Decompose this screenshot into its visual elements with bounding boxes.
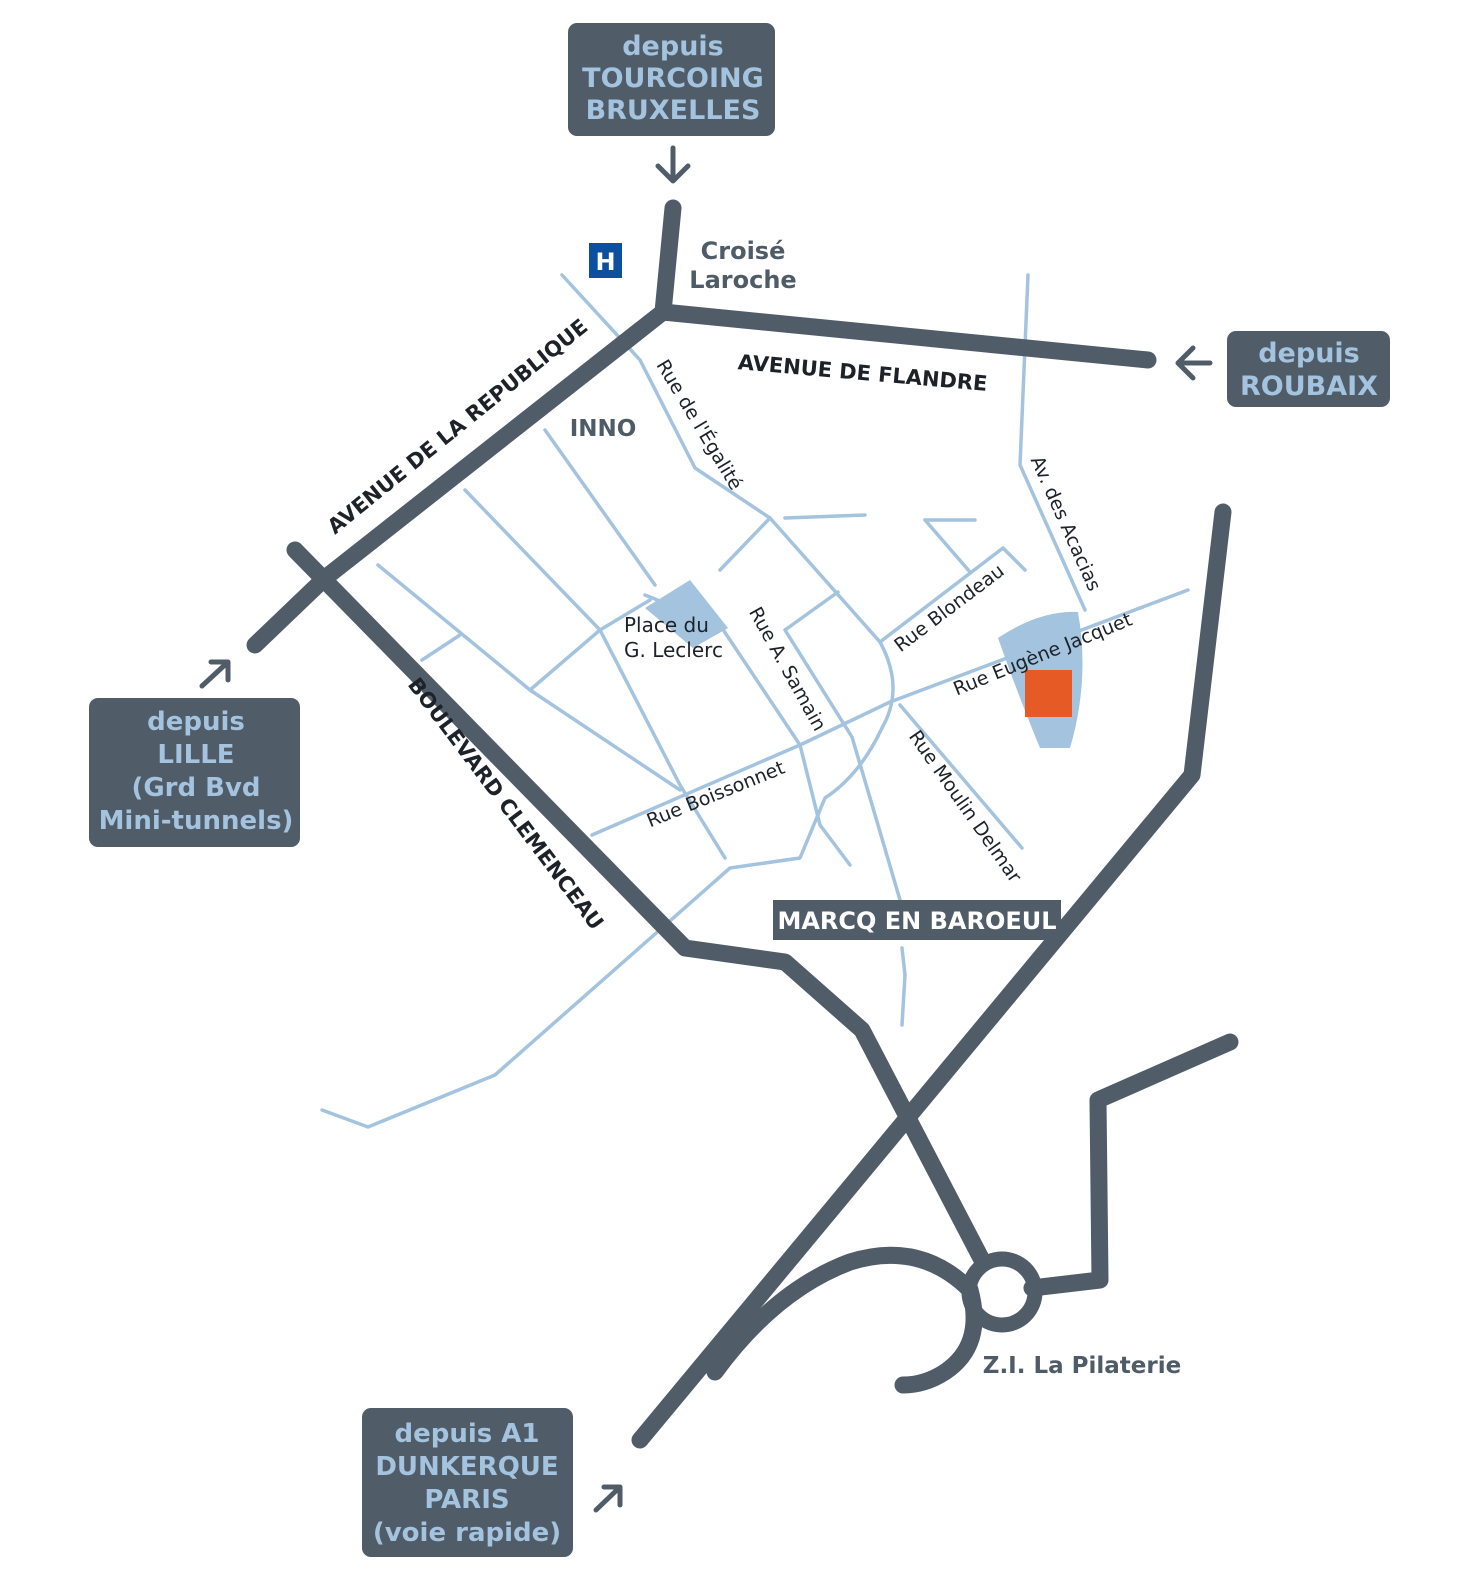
origin-lille-line3: (Grd Bvd	[131, 773, 260, 803]
label-rue-samain: Rue A. Samain	[744, 603, 830, 734]
hospital-icon: H	[589, 243, 622, 278]
origin-lille-line2: LILLE	[157, 740, 234, 770]
label-rue-moulin: Rue Moulin Delmar	[904, 726, 1026, 887]
arrow-icon	[1175, 345, 1213, 381]
road-east-highway	[631, 503, 1232, 1449]
street-cross-2	[420, 633, 462, 662]
street-cross-1	[528, 598, 652, 692]
street-samain-link	[783, 513, 867, 520]
origin-roubaix-line2: ROUBAIX	[1240, 371, 1378, 402]
label-avenue-republique: AVENUE DE LA REPUBLIQUE	[323, 314, 592, 539]
road-flandre	[654, 303, 1157, 369]
road-clemenceau	[286, 541, 992, 1271]
street-egalite	[320, 273, 895, 1129]
origin-a1-line2: DUNKERQUE	[375, 1452, 558, 1482]
label-box-marcq: MARCQ EN BAROEUL	[773, 900, 1061, 940]
origin-tourcoing-line2: TOURCOING	[582, 63, 764, 94]
label-boulevard-clemenceau: BOULEVARD CLEMENCEAU	[403, 673, 608, 934]
label-croise-line2: Laroche	[689, 266, 796, 294]
arrow-icon	[655, 145, 691, 184]
street-cross-3	[718, 516, 772, 572]
minor-streets	[320, 273, 1190, 1129]
roundabout	[961, 1251, 1043, 1333]
origin-box-lille: depuis LILLE (Grd Bvd Mini-tunnels)	[89, 698, 300, 847]
origin-a1-line4: (voie rapide)	[373, 1518, 561, 1548]
origin-tourcoing-line3: BRUXELLES	[586, 95, 761, 126]
place-leclerc-plaza	[645, 580, 728, 648]
label-marcq: MARCQ EN BAROEUL	[777, 907, 1056, 935]
origin-lille-line4: Mini-tunnels)	[99, 806, 294, 836]
road-republique	[246, 303, 672, 654]
arrow-icon	[593, 1484, 623, 1513]
street-blondeau	[878, 546, 1027, 644]
label-leclerc-line2: G. Leclerc	[624, 638, 723, 662]
label-rue-boissonnet: Rue Boissonnet	[644, 757, 788, 832]
street-diag-1	[543, 428, 657, 587]
label-inno: INNO	[570, 416, 637, 442]
hospital-letter: H	[595, 248, 615, 276]
arrow-icon	[199, 659, 231, 689]
label-leclerc-line1: Place du	[624, 613, 709, 637]
label-rue-blondeau: Rue Blondeau	[890, 560, 1008, 657]
label-pilaterie: Z.I. La Pilaterie	[983, 1353, 1181, 1379]
label-avenue-flandre: AVENUE DE FLANDRE	[737, 350, 988, 396]
street-acacias	[1018, 273, 1087, 612]
origin-tourcoing-line1: depuis	[622, 31, 724, 62]
arrows	[199, 145, 1213, 1513]
origin-a1-line1: depuis A1	[394, 1419, 539, 1449]
label-croise-line1: Croisé	[701, 237, 786, 265]
origin-roubaix-line1: depuis	[1258, 338, 1360, 369]
street-moulin	[898, 703, 1024, 850]
street-diag-2	[463, 488, 727, 860]
road-tourcoing	[654, 199, 682, 321]
origin-box-a1: depuis A1 DUNKERQUE PARIS (voie rapide)	[362, 1408, 573, 1557]
road-loop	[706, 1246, 979, 1381]
street-spur-2	[923, 518, 972, 574]
origin-a1-line3: PARIS	[424, 1485, 509, 1515]
street-marcq	[900, 946, 907, 1027]
origin-box-roubaix: depuis ROUBAIX	[1227, 331, 1390, 407]
origin-lille-line1: depuis	[147, 707, 245, 737]
origin-box-tourcoing: depuis TOURCOING BRUXELLES	[568, 23, 775, 136]
road-pilaterie	[1023, 1033, 1239, 1297]
destination-marker-icon	[1025, 670, 1072, 717]
label-av-acacias: Av. des Acacias	[1026, 453, 1105, 595]
major-roads	[246, 199, 1239, 1449]
street-inner-1	[783, 590, 902, 902]
